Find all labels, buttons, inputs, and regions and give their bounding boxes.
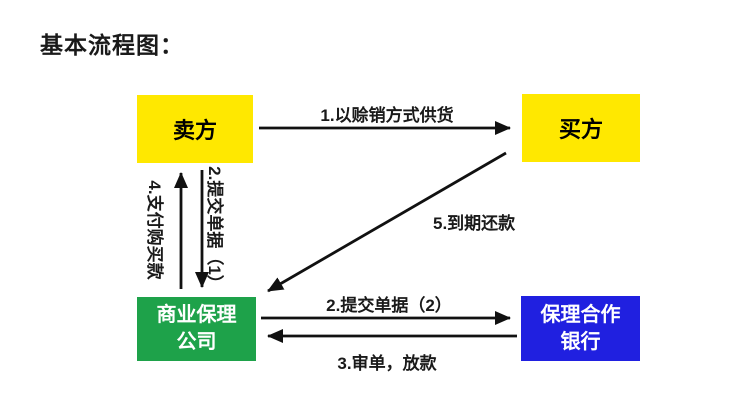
- node-factoring-company: 商业保理 公司: [137, 297, 256, 361]
- label-repay-at-maturity: 5.到期还款: [433, 214, 516, 233]
- node-buyer-label: 买方: [558, 117, 603, 142]
- node-factoring-company-line1: 商业保理: [156, 304, 237, 326]
- node-seller-label: 卖方: [172, 118, 217, 143]
- node-seller: 卖方: [137, 95, 253, 163]
- label-review-and-lend: 3.审单，放款: [337, 354, 437, 373]
- node-partner-bank-line2: 银行: [560, 330, 601, 353]
- label-submit-docs-2: 2.提交单据（2）: [326, 296, 452, 315]
- page-title: 基本流程图：: [40, 32, 184, 58]
- node-partner-bank-label: 保理合作 银行: [541, 302, 621, 356]
- label-supply-on-credit: 1.以赊销方式供货: [320, 106, 454, 125]
- node-factoring-company-label: 商业保理 公司: [157, 302, 237, 356]
- node-buyer: 买方: [522, 94, 640, 162]
- node-partner-bank: 保理合作 银行: [521, 296, 640, 361]
- node-partner-bank-line1: 保理合作: [540, 303, 621, 326]
- label-pay-purchase: 4.支付购买款: [145, 180, 164, 280]
- node-factoring-company-line2: 公司: [176, 331, 217, 353]
- label-submit-docs-1: 2.提交单据（1）: [205, 166, 224, 292]
